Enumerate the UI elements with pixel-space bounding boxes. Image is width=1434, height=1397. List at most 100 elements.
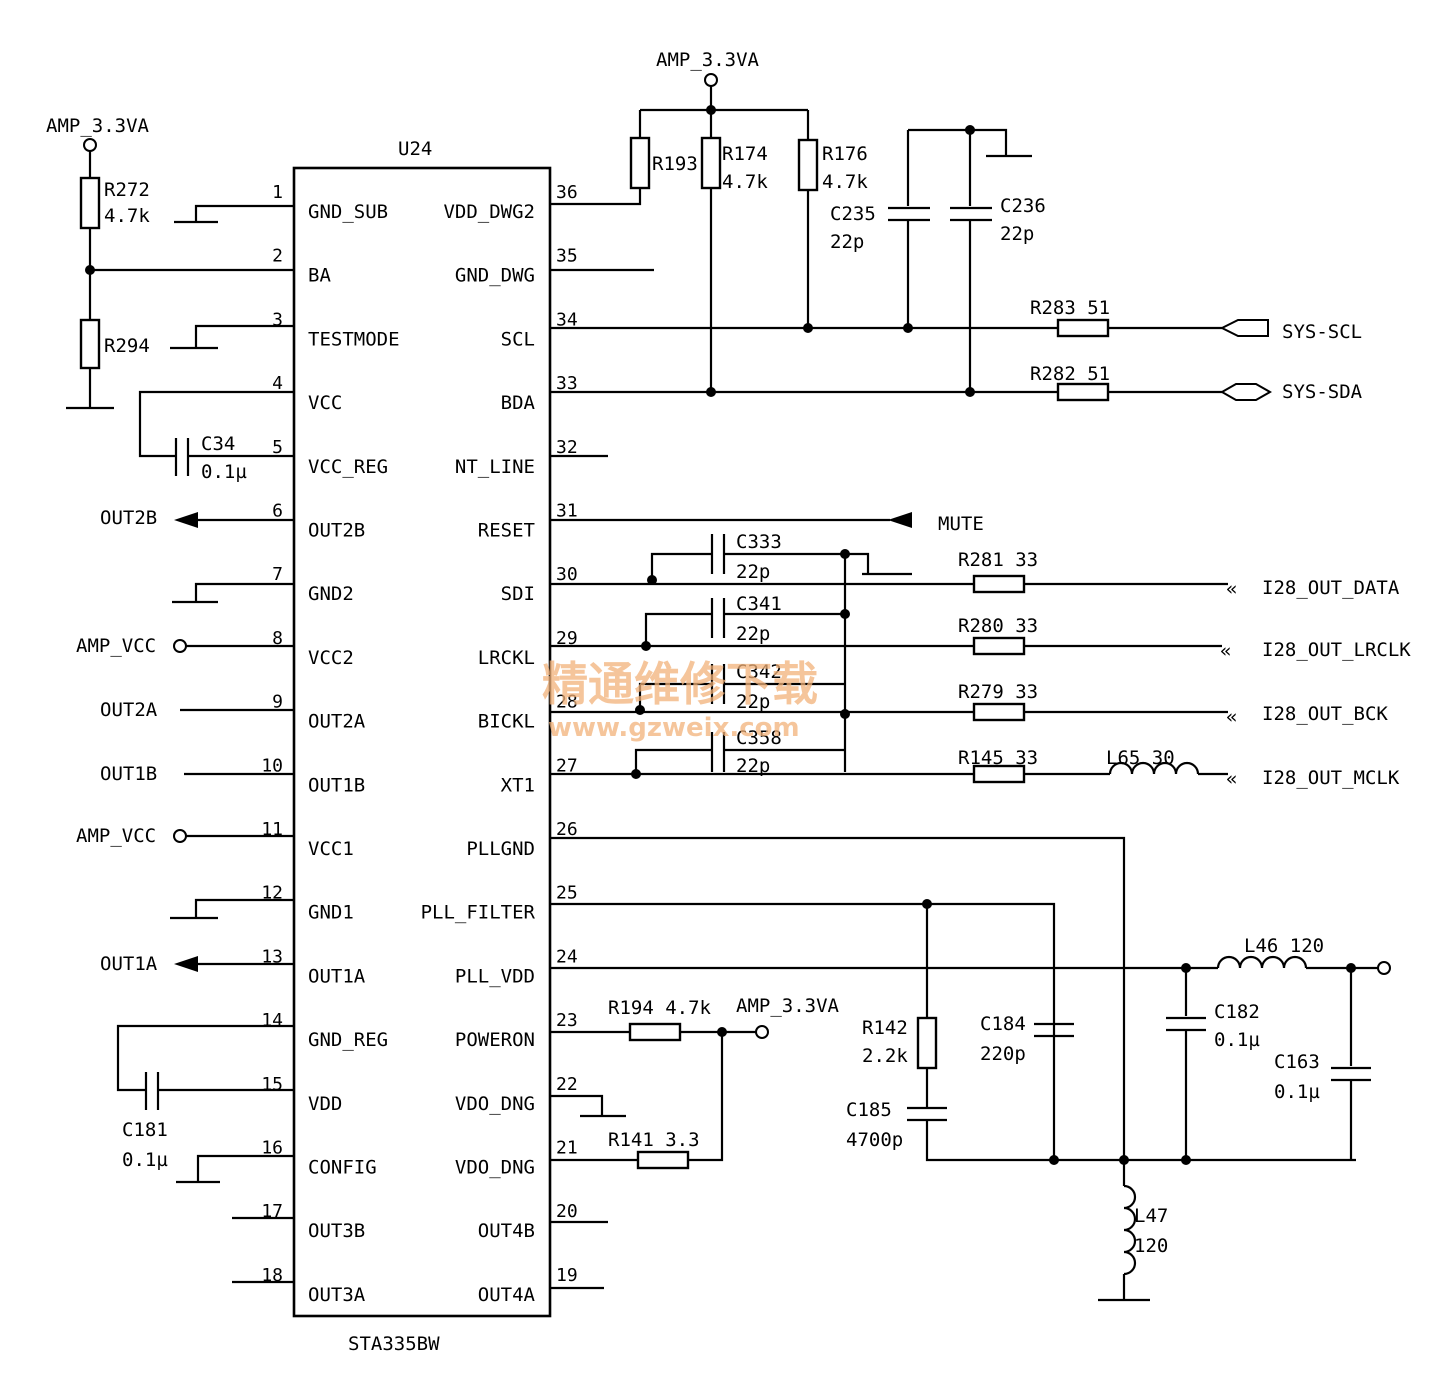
pin-name: NT_LINE: [455, 456, 535, 478]
net-label-amp33va-poweron: AMP_3.3VA: [736, 995, 840, 1017]
pin-number: 6: [272, 501, 283, 522]
r174-value: 4.7k: [722, 171, 768, 193]
pin-number: 1: [272, 182, 283, 203]
pin-number: 15: [261, 1074, 283, 1095]
watermark-url: www.gzweix.com: [548, 713, 800, 743]
pin-number: 13: [261, 946, 283, 967]
pin-number: 20: [556, 1201, 578, 1222]
pin-name: RESET: [478, 520, 535, 542]
r272-value: 4.7k: [104, 205, 150, 227]
junction-dot: [1049, 1155, 1059, 1165]
port-connector-icon: [1219, 383, 1273, 401]
pin-number: 26: [556, 819, 578, 840]
r174-ref: R174: [722, 143, 768, 165]
c34-value: 0.1µ: [201, 461, 247, 483]
r283-label: R283 51: [1030, 297, 1110, 319]
pin-number: 27: [556, 755, 578, 776]
c342-value: 22p: [736, 691, 770, 713]
pin-number: 22: [556, 1074, 578, 1095]
c184-ref: C184: [980, 1013, 1026, 1035]
resistor-r194: [628, 1022, 682, 1042]
i2s-circuitry: C333 22p R281 33 « I28_OUT_DATA C341 22p…: [550, 531, 1411, 790]
resistor-r145: [972, 764, 1026, 784]
pin-name: VCC: [308, 392, 342, 414]
resistor-r141: [636, 1150, 690, 1170]
right-pin-group: 36VDD_DWG235GND_DWG34SCL33BDA32NT_LINE31…: [421, 182, 578, 1306]
pin-name: GND_SUB: [308, 201, 388, 223]
chip-part-number: STA335BW: [348, 1333, 440, 1355]
net-label-amp-vcc-11: AMP_VCC: [76, 825, 156, 847]
net-label-i2s-bck: I28_OUT_BCK: [1262, 703, 1388, 725]
resistor-r193: [629, 136, 651, 190]
c181-value: 0.1µ: [122, 1149, 168, 1171]
r142-value: 2.2k: [862, 1045, 908, 1067]
net-label-sys-sda: SYS-SDA: [1282, 381, 1363, 403]
pin-name: SCL: [501, 328, 535, 350]
r294-ref: R294: [104, 335, 150, 357]
r176-ref: R176: [822, 143, 868, 165]
pin-number: 35: [556, 246, 578, 267]
arrow-icon: [174, 512, 198, 528]
pin-name: VDO_DNG: [455, 1157, 535, 1179]
r145-label: R145 33: [958, 747, 1038, 769]
pin-name: GND2: [308, 583, 354, 605]
poweron-circuitry: R194 4.7k AMP_3.3VA R141 3.3: [550, 995, 840, 1290]
i2c-circuitry: AMP_3.3VA R193 R174 4.7k R176 4.7k C235 …: [550, 49, 1363, 535]
c358-ref: C358: [736, 727, 782, 749]
c182-value: 0.1µ: [1214, 1029, 1260, 1051]
pin-name: TESTMODE: [308, 328, 400, 350]
r281-label: R281 33: [958, 549, 1038, 571]
inductor-l47: [1123, 1184, 1137, 1276]
pin-number: 18: [261, 1265, 283, 1286]
pin-name: LRCKL: [478, 647, 535, 669]
pin-name: VCC1: [308, 838, 354, 860]
r272-ref: R272: [104, 179, 150, 201]
pin-name: VDD: [308, 1093, 342, 1115]
net-label-out1a: OUT1A: [100, 953, 158, 975]
pin-number: 4: [272, 373, 283, 394]
pin-number: 7: [272, 564, 283, 585]
c342-ref: C342: [736, 661, 782, 683]
pin-name: CONFIG: [308, 1157, 377, 1179]
pin-name: BDA: [501, 392, 536, 414]
pin-name: PLL_FILTER: [421, 902, 536, 924]
c185-ref: C185: [846, 1099, 892, 1121]
pin-name: OUT1A: [308, 965, 366, 987]
pin-number: 30: [556, 564, 578, 585]
double-chevron-icon: «: [1226, 578, 1237, 600]
double-chevron-icon: «: [1220, 640, 1231, 662]
supply-terminal: [173, 639, 187, 653]
resistor-r176: [797, 138, 819, 192]
pin-number: 23: [556, 1010, 578, 1031]
pin-name: OUT4A: [478, 1284, 536, 1306]
pin-number: 34: [556, 309, 578, 330]
pin-name: VDD_DWG2: [443, 201, 535, 223]
pin-name: POWERON: [455, 1029, 535, 1051]
pin-name: GND_DWG: [455, 265, 535, 287]
arrow-icon: [888, 512, 912, 528]
c181-ref: C181: [122, 1119, 168, 1141]
junction-dot: [706, 387, 716, 397]
c163-ref: C163: [1274, 1051, 1320, 1073]
resistor-r142: [916, 1016, 938, 1070]
junction-dot: [85, 265, 95, 275]
net-label-out2b: OUT2B: [100, 507, 157, 529]
pin-number: 36: [556, 182, 578, 203]
r193-ref: R193: [652, 153, 698, 175]
pin-number: 9: [272, 692, 283, 713]
l46-label: L46 120: [1244, 935, 1324, 957]
c341-value: 22p: [736, 623, 770, 645]
c185-value: 4700p: [846, 1129, 903, 1151]
double-chevron-icon: «: [1226, 706, 1237, 728]
left-circuitry: AMP_3.3VA R272 4.7k R294 C34 0.1µ OUT2B …: [46, 115, 294, 1284]
l47-value: 120: [1134, 1235, 1168, 1257]
resistor-r272: [79, 176, 101, 230]
pin-number: 33: [556, 373, 578, 394]
r279-label: R279 33: [958, 681, 1038, 703]
resistor-r280: [972, 636, 1026, 656]
pin-name: OUT3A: [308, 1284, 366, 1306]
pin-number: 10: [261, 755, 283, 776]
net-label-mute: MUTE: [938, 513, 984, 535]
watermark-text: 精通维修下载: [542, 657, 818, 711]
pin-number: 5: [272, 437, 283, 458]
